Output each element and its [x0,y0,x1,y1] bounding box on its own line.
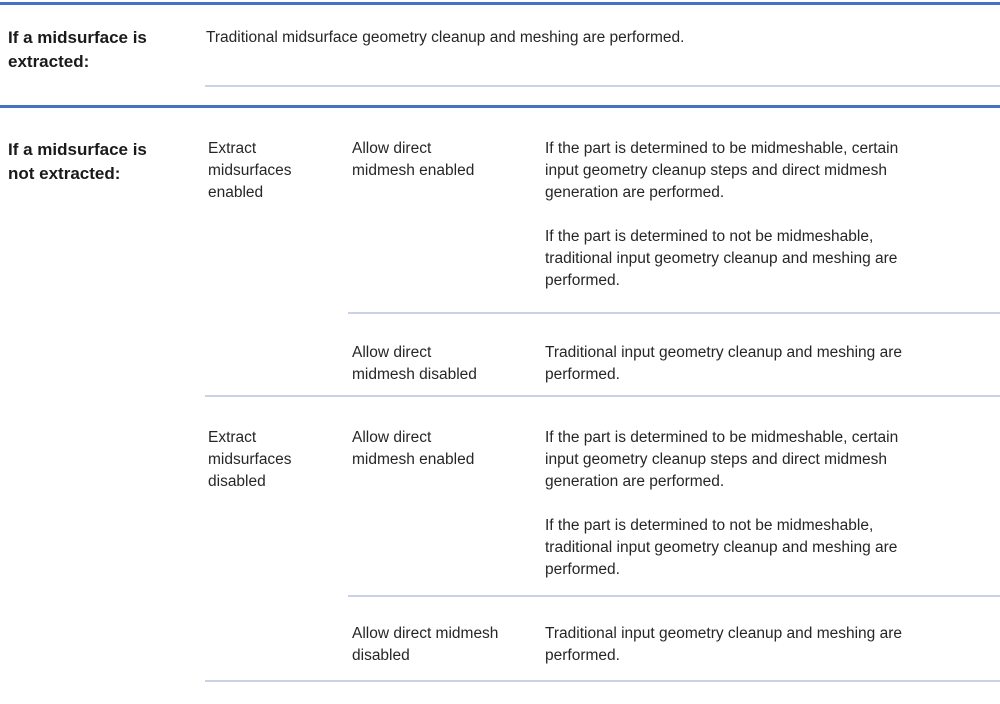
row-midsurface-not-extracted: If a midsurface is not extracted: Extrac… [0,108,1000,682]
description-paragraph: Traditional input geometry cleanup and m… [545,344,902,383]
description-paragraph: If the part is determined to not be midm… [545,228,898,289]
setting-cell-midmesh-disabled: Allow direct midmesh disabled [352,344,477,383]
description-cell-extracted: Traditional midsurface geometry cleanup … [205,5,1000,87]
row-label-extracted: If a midsurface is extracted: [8,28,147,71]
table-row: Allow direct midmesh enabled If the part… [348,138,1000,314]
setting-cell-midmesh-disabled: Allow direct midmesh disabled [352,625,499,664]
setting-rows: Allow direct midmesh enabled If the part… [348,138,1000,395]
table-row: Allow direct midmesh enabled If the part… [348,427,1000,597]
description-paragraph: If the part is determined to be midmesha… [545,140,899,201]
setting-rows: Allow direct midmesh enabled If the part… [348,427,1000,680]
option-cell-extract-disabled: Extract midsurfaces disabled [208,429,292,490]
table-row: Allow direct midmesh disabled Traditiona… [348,314,1000,395]
description-cell: If the part is determined to be midmesha… [540,427,1000,581]
description-cell: If the part is determined to be midmesha… [540,138,1000,292]
setting-cell-midmesh-enabled: Allow direct midmesh enabled [352,140,475,179]
nested-condition-table: Extract midsurfaces enabled Allow direct… [205,138,1000,682]
row-label-not-extracted: If a midsurface is not extracted: [8,140,147,183]
group-extract-midsurfaces-enabled: Extract midsurfaces enabled Allow direct… [205,138,1000,397]
table-row: Allow direct midmesh disabled Traditiona… [348,597,1000,680]
setting-cell-midmesh-enabled: Allow direct midmesh enabled [352,429,475,468]
description-paragraph: If the part is determined to not be midm… [545,517,898,578]
top-divider-rule [0,2,1000,5]
section-divider-rule [0,105,1000,108]
description-cell: Traditional input geometry cleanup and m… [540,623,1000,667]
description-paragraph: Traditional input geometry cleanup and m… [545,625,902,664]
option-cell-extract-enabled: Extract midsurfaces enabled [208,140,292,201]
row-midsurface-extracted: If a midsurface is extracted: Traditiona… [0,5,1000,87]
description-cell: Traditional input geometry cleanup and m… [540,342,1000,386]
group-extract-midsurfaces-disabled: Extract midsurfaces disabled Allow direc… [205,397,1000,682]
description-paragraph: If the part is determined to be midmesha… [545,429,899,490]
